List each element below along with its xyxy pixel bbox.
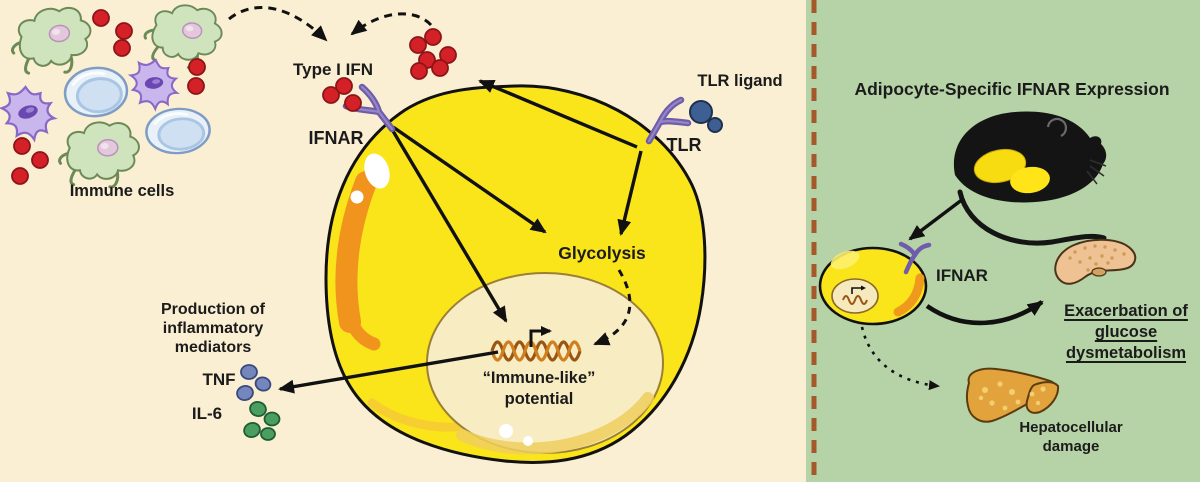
mediator-production-arrow: [278, 350, 499, 394]
immune-like-potential-label: potential: [504, 390, 574, 408]
ifnar-to-glycolysis-arrow: [392, 125, 547, 234]
nucleus: [426, 272, 664, 454]
tnf-label: TNF: [202, 370, 236, 389]
immune-like-potential-label: “Immune-like”: [482, 369, 596, 387]
ifnar-label: IFNAR: [308, 128, 364, 148]
hepatocellular-damage-label: Hepatocellular: [1019, 419, 1123, 436]
production-label: inflammatory: [162, 320, 264, 337]
mouse-tail: [957, 189, 1107, 246]
mouse-icon: [953, 111, 1107, 246]
il6-molecules: [243, 401, 281, 441]
mouse-whiskers: [1086, 159, 1107, 185]
nucleus-small: [831, 278, 879, 314]
glycolysis-label: Glycolysis: [558, 243, 646, 263]
right-panel-title: Adipocyte-Specific IFNAR Expression: [854, 79, 1170, 99]
adipose-depot: [973, 148, 1027, 184]
mouse-ear: [1046, 117, 1068, 137]
tlr-ligand-icon: [689, 100, 723, 133]
adipocyte-to-liver-dashed-arrow: [860, 326, 940, 391]
tlr-ligand-label: TLR ligand: [697, 72, 783, 90]
hepatocellular-damage-label: damage: [1042, 438, 1100, 455]
adipocyte-small: [818, 246, 928, 326]
production-label: Production of: [161, 301, 265, 318]
tlr-receptor-icon: [645, 96, 723, 145]
cell-glint: [364, 153, 390, 189]
ifnar-label-right: IFNAR: [936, 266, 988, 285]
liver-icon: [965, 367, 1060, 423]
ifnar-receptor-icon: [322, 77, 396, 133]
ifnar-to-nucleus-arrow: [391, 130, 508, 323]
pancreas-icon: [1054, 238, 1137, 285]
tlr-to-glycolysis-arrow: [617, 150, 643, 236]
glycolysis-to-nucleus-dashed-arrow: [593, 269, 632, 346]
dna-small-icon: [842, 295, 868, 305]
production-label: mediators: [174, 339, 252, 356]
tlr-label: TLR: [666, 135, 702, 155]
promoter-arrow-icon: [529, 326, 552, 347]
tnf-molecules: [236, 364, 272, 401]
exacerbation-label: Exacerbation of: [1064, 302, 1188, 320]
immune-cell-ifn-dashed-arrow: [228, 6, 328, 42]
type-i-ifn-label: Type I IFN: [293, 60, 373, 79]
ifnar-receptor-small-icon: [898, 241, 932, 275]
dna-icon: [490, 340, 582, 362]
exacerbation-label: glucose: [1094, 323, 1158, 341]
il6-label: IL-6: [191, 404, 223, 423]
exacerbation-label: dysmetabolism: [1065, 344, 1187, 362]
adipose-depot: [1010, 166, 1050, 194]
immune-cells-label: Immune cells: [69, 182, 175, 200]
mouse-to-adipocyte-arrow: [908, 197, 965, 241]
tlr-to-ifn-secretion-arrow: [478, 79, 638, 149]
adipocyte-to-pancreas-arrow: [925, 300, 1044, 326]
secreted-ifn-dashed-arrow: [350, 12, 433, 36]
